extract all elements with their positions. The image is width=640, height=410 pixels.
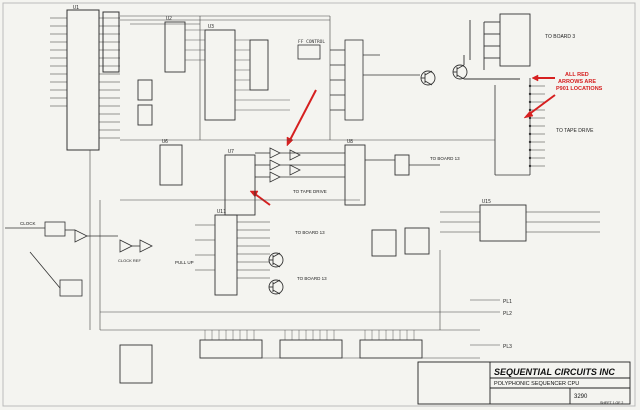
middle-ic-cluster	[159, 144, 410, 216]
to-board13-lower-label: TO BOARD 13	[297, 276, 327, 281]
to-tape-drive-label: TO TAPE DRIVE	[556, 128, 594, 134]
transistor-q1	[420, 70, 436, 86]
middle-pin-lines	[185, 29, 290, 111]
chip-label: U7	[228, 149, 234, 155]
ff-control-label: FF CONTROL	[298, 39, 325, 45]
transistor-q4	[268, 279, 284, 295]
cpu-chip	[50, 9, 120, 151]
bottom-ic-row	[119, 330, 423, 384]
company-name: SEQUENTIAL CIRCUITS INC	[494, 367, 615, 377]
chip-label: U1	[73, 5, 79, 11]
tape-drive-mid-label: TO TAPE DRIVE	[293, 189, 327, 194]
clock-ref-label: CLOCK REF	[118, 258, 141, 263]
tape-drive-connector	[494, 78, 545, 176]
connector-top-right	[469, 13, 531, 70]
right-middle-ics	[371, 204, 600, 257]
red-arrow	[531, 74, 555, 82]
chip-label: U3	[208, 24, 214, 30]
switch-block	[297, 39, 420, 121]
pl1-label: PL1	[503, 299, 512, 305]
bottom-bus	[100, 250, 500, 359]
red-arrow	[286, 89, 317, 147]
red-annotation: ALL RED ARROWS ARE P901 LOCATIONS	[556, 72, 603, 92]
chip-label: U8	[347, 139, 353, 145]
svg-text:ALL RED: ALL RED	[565, 72, 589, 78]
sheet-number: SHEET 1 OF 2	[600, 401, 623, 405]
to-board3-label: TO BOARD 3	[545, 34, 575, 40]
svg-text:ARROWS ARE: ARROWS ARE	[558, 79, 596, 85]
chip-label: U2	[166, 16, 172, 22]
clock-circuit	[5, 221, 153, 297]
memory-chip	[102, 11, 120, 73]
transistor-q2	[452, 55, 520, 80]
lower-ic-column	[195, 214, 270, 296]
pl3-label: PL3	[503, 344, 512, 350]
transistor-q3	[268, 252, 284, 268]
title-block	[417, 361, 631, 405]
to-board13-upper-label: TO BOARD 13	[295, 230, 325, 235]
pl2-label: PL2	[503, 311, 512, 317]
pull-up-label: PULL UP	[175, 260, 194, 265]
doc-number: 3290	[574, 394, 588, 400]
svg-text:P901 LOCATIONS: P901 LOCATIONS	[556, 86, 603, 92]
sheet-border	[2, 2, 636, 407]
data-bus-mid	[89, 139, 495, 330]
upper-ic-group	[137, 21, 269, 126]
to-board13-label: TO BOARD 13	[430, 156, 460, 161]
clock-label: CLOCK	[20, 221, 36, 226]
chip-label: U6	[162, 139, 168, 145]
red-arrow	[249, 190, 271, 206]
chip-label: U11	[217, 209, 226, 215]
address-bus	[120, 15, 331, 140]
buffer-gates	[255, 147, 440, 183]
red-arrow	[523, 94, 556, 119]
chip-label: U15	[482, 199, 491, 205]
drawing-title: POLYPHONIC SEQUENCER CPU	[494, 381, 579, 387]
